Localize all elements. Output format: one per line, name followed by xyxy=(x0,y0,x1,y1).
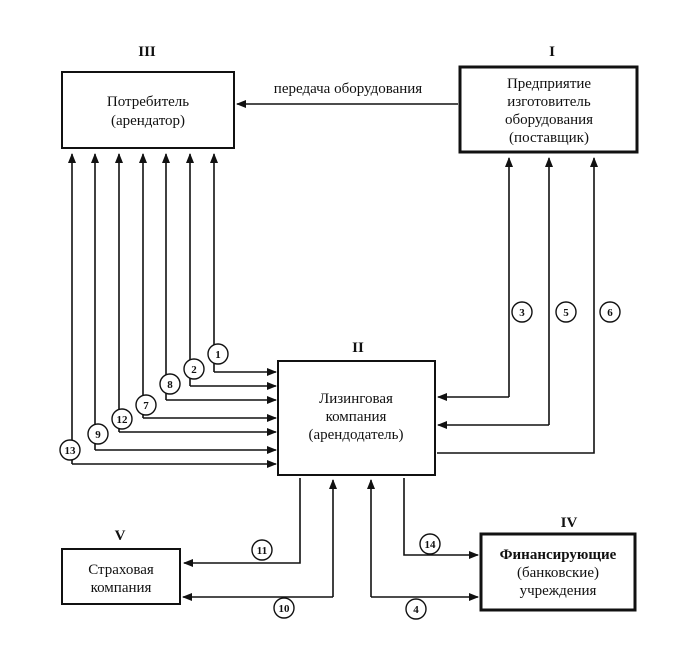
consumer-box xyxy=(61,71,235,149)
svg-text:9: 9 xyxy=(95,429,101,441)
manufacturer-roman: I xyxy=(549,44,555,60)
consumer-label-1: Потребитель xyxy=(107,94,189,110)
svg-text:1: 1 xyxy=(215,349,221,361)
insurance-label-1: Страховая xyxy=(88,562,154,578)
flow-marker-14: 14 xyxy=(419,533,441,555)
node-manufacturer: I Предприятие изготовитель оборудования … xyxy=(458,44,639,154)
manufacturer-label-1: Предприятие xyxy=(507,76,591,92)
leasing-label-1: Лизинговая xyxy=(319,391,393,407)
flow-marker-3: 3 xyxy=(511,301,533,323)
node-leasing: II Лизинговая компания (арендодатель) xyxy=(277,340,436,476)
flow-marker-2: 2 xyxy=(183,358,205,380)
flow-marker-6: 6 xyxy=(599,301,621,323)
svg-text:7: 7 xyxy=(143,400,149,412)
svg-text:14: 14 xyxy=(425,539,437,551)
edges-leasing-financing xyxy=(367,478,479,601)
flow-marker-10: 10 xyxy=(273,597,295,619)
flow-marker-9: 9 xyxy=(87,423,109,445)
svg-text:11: 11 xyxy=(257,545,267,557)
edges-consumer-leasing xyxy=(68,153,277,468)
flow-11-arrow xyxy=(183,478,301,567)
leasing-label-2: компания xyxy=(326,409,387,425)
edge-equipment-transfer: передача оборудования xyxy=(236,81,458,108)
insurance-label-2: компания xyxy=(91,580,152,596)
svg-text:5: 5 xyxy=(563,307,569,319)
flow-marker-4: 4 xyxy=(405,598,427,620)
flow-14-arrow xyxy=(403,478,479,559)
financing-box xyxy=(479,532,637,612)
svg-text:13: 13 xyxy=(65,445,77,457)
svg-text:8: 8 xyxy=(167,379,173,391)
flow-marker-13: 13 xyxy=(59,439,81,461)
svg-text:12: 12 xyxy=(117,414,129,426)
svg-text:2: 2 xyxy=(191,364,197,376)
insurance-box xyxy=(61,548,181,605)
leasing-label-3: (арендодатель) xyxy=(309,427,404,443)
flow-marker-12: 12 xyxy=(111,408,133,430)
flow-marker-7: 7 xyxy=(135,394,157,416)
financing-label-3: учреждения xyxy=(520,583,597,599)
node-financing: IV Финансирующие (банковские) учреждения xyxy=(479,515,637,612)
flow-marker-8: 8 xyxy=(159,373,181,395)
svg-text:3: 3 xyxy=(519,307,525,319)
svg-text:6: 6 xyxy=(607,307,613,319)
leasing-roman: II xyxy=(352,340,364,356)
equipment-transfer-label: передача оборудования xyxy=(274,81,423,97)
flow-6-arrow xyxy=(437,157,598,454)
node-insurance: V Страховая компания xyxy=(61,528,181,605)
consumer-roman: III xyxy=(138,44,156,60)
manufacturer-label-4: (поставщик) xyxy=(509,130,589,146)
manufacturer-label-3: оборудования xyxy=(505,112,593,128)
svg-text:10: 10 xyxy=(279,603,291,615)
flow-marker-11: 11 xyxy=(251,539,273,561)
edges-leasing-insurance xyxy=(182,478,337,601)
manufacturer-box xyxy=(458,65,639,154)
flow-marker-1: 1 xyxy=(207,343,229,365)
manufacturer-label-2: изготовитель xyxy=(507,94,591,110)
financing-label-1: Финансирующие xyxy=(500,547,617,563)
node-consumer: III Потребитель (арендатор) xyxy=(61,44,235,149)
svg-text:4: 4 xyxy=(413,604,419,616)
consumer-label-2: (арендатор) xyxy=(111,113,185,129)
leasing-box xyxy=(277,360,436,476)
flow-marker-5: 5 xyxy=(555,301,577,323)
financing-label-2: (банковские) xyxy=(517,565,599,581)
edges-leasing-manufacturer xyxy=(437,157,598,454)
insurance-roman: V xyxy=(115,528,126,544)
financing-roman: IV xyxy=(561,515,578,531)
flow-markers: 1 2 8 7 12 9 13 3 xyxy=(59,301,621,620)
